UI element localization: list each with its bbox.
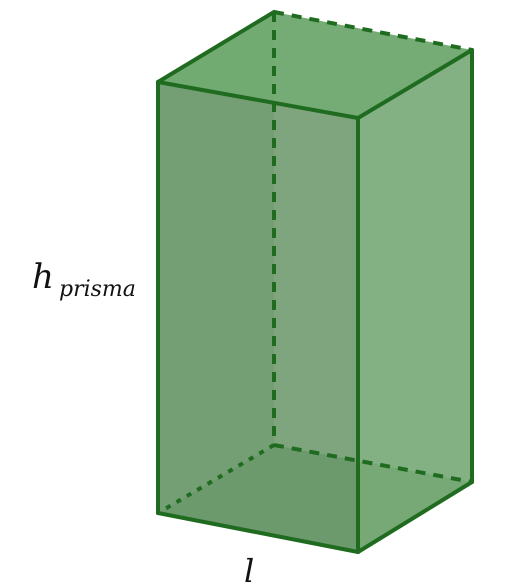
height-label: h prisma (32, 257, 136, 302)
right-face (358, 50, 472, 552)
bottom-front-edge (156, 511, 360, 554)
bottom-right-edge (356, 480, 474, 554)
height-label-base: h (32, 257, 54, 297)
top-face (158, 12, 472, 118)
top-left-edge (156, 10, 276, 84)
top-front-edge (156, 80, 360, 120)
hidden-bottom-left-edge (156, 443, 276, 515)
hidden-bottom-right-edge (273, 443, 473, 484)
hidden-top-back-edge (273, 10, 473, 52)
side-label: l (244, 552, 254, 587)
front-face (158, 82, 358, 552)
height-label-subscript: prisma (59, 277, 136, 302)
top-right-edge (356, 48, 474, 120)
visible-edges (156, 10, 474, 554)
